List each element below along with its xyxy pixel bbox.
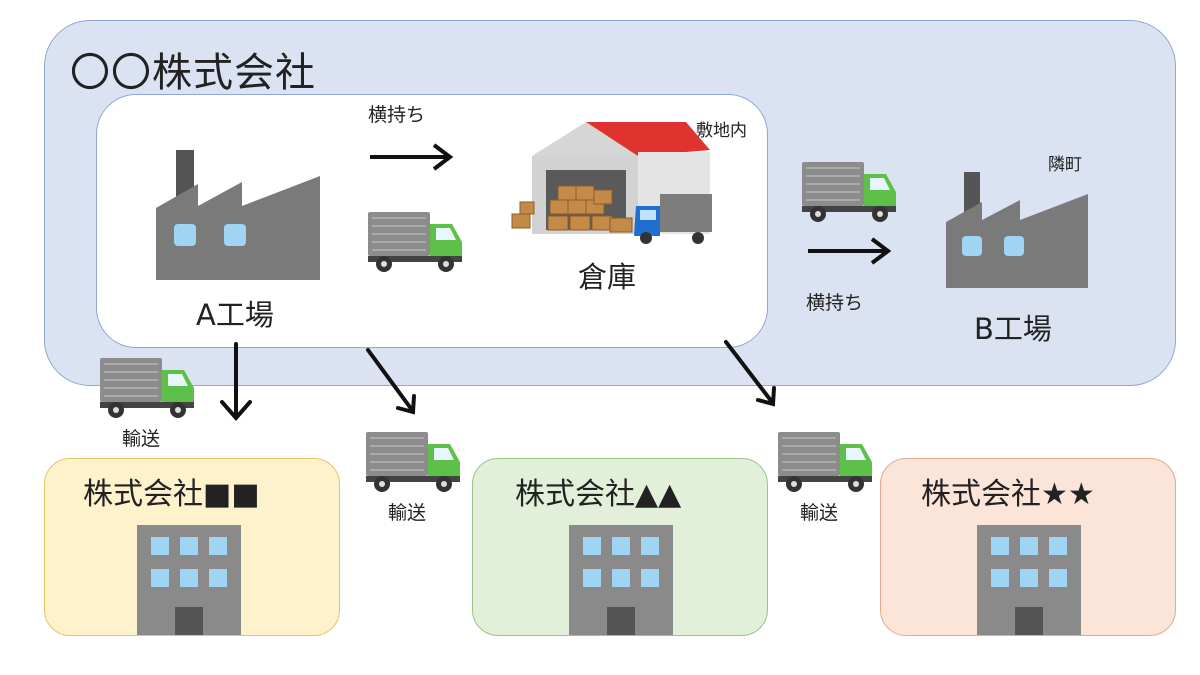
truck-icon [100,358,194,418]
internal-transfer-arrow [370,143,454,171]
transfer-to-b-label: 横持ち [806,292,864,314]
warehouse-label: 倉庫 [578,260,637,294]
office-building-icon [137,525,241,635]
truck-icon [802,162,896,222]
customer-name-2: 株式会社▲▲ [515,477,682,512]
customer-box-2: 株式会社▲▲ [472,458,768,636]
premises-label: 敷地内 [696,121,747,141]
delivery-label-1: 輸送 [122,428,161,450]
customer-name-3: 株式会社★★ [921,477,1095,512]
factory-b-label: B工場 [974,312,1052,346]
company-name: 〇〇株式会社 [70,50,316,96]
warehouse-icon [511,122,712,244]
delivery-arrow-2 [366,348,414,412]
truck-icon [778,432,872,492]
factory-a-icon [156,150,320,280]
neighbor-town-label: 隣町 [1048,155,1082,175]
truck-icon [368,212,462,272]
customer-box-1: 株式会社■■ [44,458,340,636]
delivery-arrow-3 [724,340,774,404]
internal-transfer-label: 横持ち [368,104,426,126]
office-building-icon [977,525,1081,635]
customer-name-1: 株式会社■■ [83,477,260,512]
delivery-label-2: 輸送 [388,502,427,524]
factory-b-icon [946,172,1088,288]
truck-icon [366,432,460,492]
customer-box-3: 株式会社★★ [880,458,1176,636]
factory-a-label: A工場 [196,298,274,332]
office-building-icon [569,525,673,635]
delivery-label-3: 輸送 [800,502,839,524]
transfer-to-b-arrow [808,237,892,265]
